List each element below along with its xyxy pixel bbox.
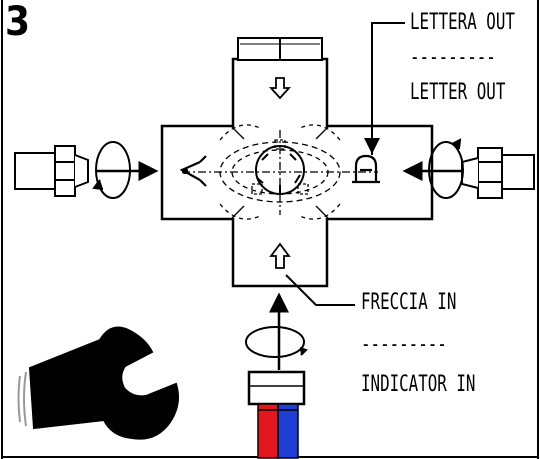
left-prong-symbol: [179, 155, 207, 187]
right-rotate-arrow-icon: [428, 138, 464, 199]
internal-mechanism: [182, 124, 378, 220]
callout-letter-out-italian: LETTERA OUT: [410, 10, 515, 35]
wrench-icon: [17, 326, 179, 440]
indicator-in-leader: [285, 274, 355, 306]
callout-letter-out-english: LETTER OUT: [410, 80, 506, 105]
bottom-rotate-arrow-icon: [245, 326, 308, 358]
step-number: 3: [5, 0, 31, 45]
callout-indicator-in-separator: ---------: [361, 332, 447, 357]
callout-indicator-in-italian: FRECCIA IN: [361, 290, 457, 315]
left-fitting-icon: [14, 145, 89, 197]
down-arrow-indicator-icon: [268, 77, 292, 100]
callout-indicator-in-english: INDICATOR IN: [361, 372, 476, 397]
right-fitting-icon: [461, 147, 535, 199]
cross-connector-body: [160, 37, 434, 288]
colored-cable-icon: [247, 370, 306, 459]
arrow-indicator-icon: [269, 242, 291, 269]
callout-letter-out-separator: ---------: [410, 45, 496, 70]
letter-indicator-icon: [352, 154, 380, 184]
